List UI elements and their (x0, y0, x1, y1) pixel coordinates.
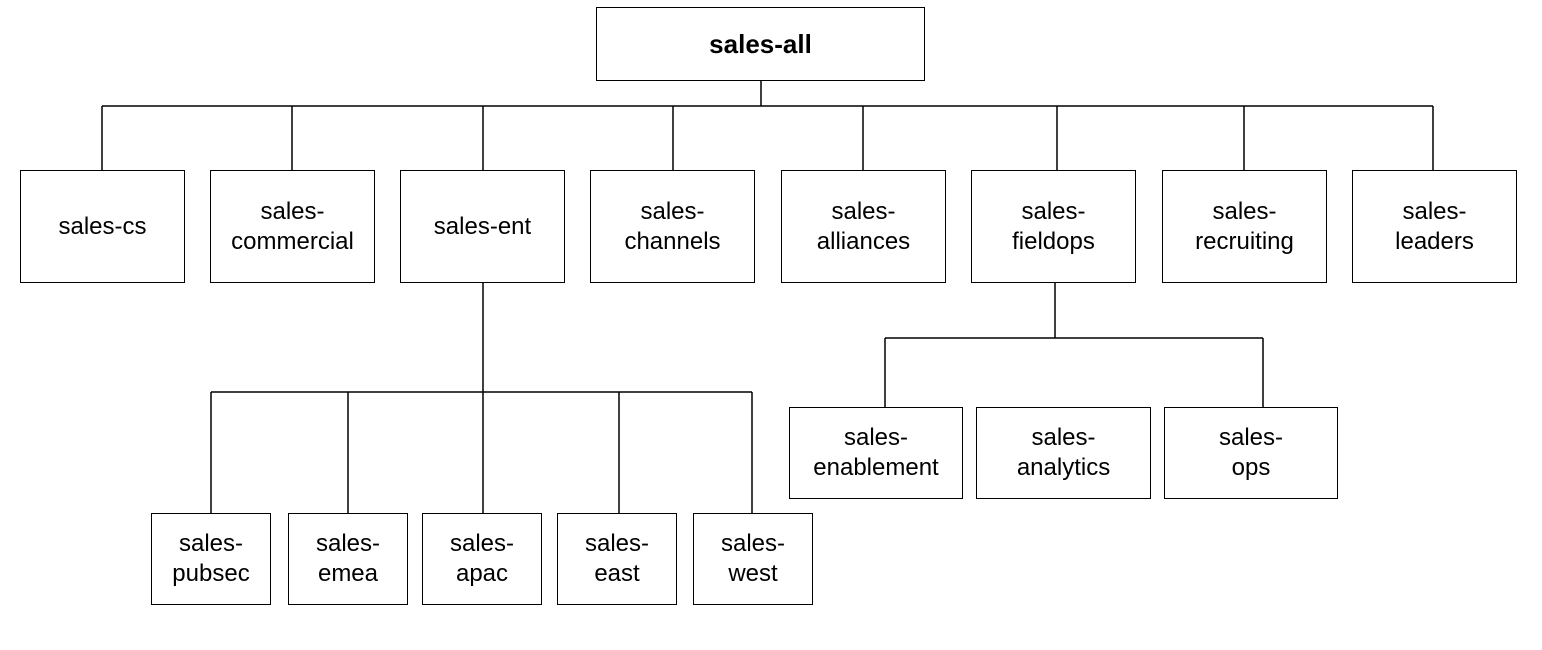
node-sales-enablement[interactable]: sales- enablement (789, 407, 963, 499)
node-sales-leaders[interactable]: sales- leaders (1352, 170, 1517, 283)
node-sales-commercial[interactable]: sales- commercial (210, 170, 375, 283)
node-label: sales- alliances (816, 197, 911, 255)
node-sales-east[interactable]: sales- east (557, 513, 677, 605)
node-label: sales- pubsec (172, 530, 250, 587)
node-label: sales-all (709, 29, 812, 59)
node-label: sales- analytics (1016, 424, 1111, 481)
node-label: sales- leaders (1395, 197, 1474, 255)
node-label: sales- ops (1218, 424, 1284, 481)
node-sales-emea[interactable]: sales- emea (288, 513, 408, 605)
node-label: sales- apac (449, 530, 515, 587)
node-label: sales- channels (624, 197, 721, 255)
node-sales-recruiting[interactable]: sales- recruiting (1162, 170, 1327, 283)
node-sales-analytics[interactable]: sales- analytics (976, 407, 1151, 499)
node-label: sales- enablement (813, 424, 939, 481)
node-label: sales- recruiting (1195, 197, 1294, 255)
node-sales-pubsec[interactable]: sales- pubsec (151, 513, 271, 605)
node-sales-ops[interactable]: sales- ops (1164, 407, 1338, 499)
node-label: sales- fieldops (1012, 197, 1095, 255)
node-label: sales-ent (433, 212, 532, 240)
node-sales-ent[interactable]: sales-ent (400, 170, 565, 283)
node-label: sales- commercial (231, 197, 354, 255)
node-label: sales- emea (315, 530, 381, 587)
node-label: sales- west (720, 530, 786, 587)
node-sales-all[interactable]: sales-all (596, 7, 925, 81)
node-label: sales-cs (58, 212, 147, 240)
node-sales-fieldops[interactable]: sales- fieldops (971, 170, 1136, 283)
node-sales-channels[interactable]: sales- channels (590, 170, 755, 283)
node-sales-cs[interactable]: sales-cs (20, 170, 185, 283)
node-label: sales- east (584, 530, 650, 587)
node-sales-alliances[interactable]: sales- alliances (781, 170, 946, 283)
node-sales-apac[interactable]: sales- apac (422, 513, 542, 605)
node-sales-west[interactable]: sales- west (693, 513, 813, 605)
